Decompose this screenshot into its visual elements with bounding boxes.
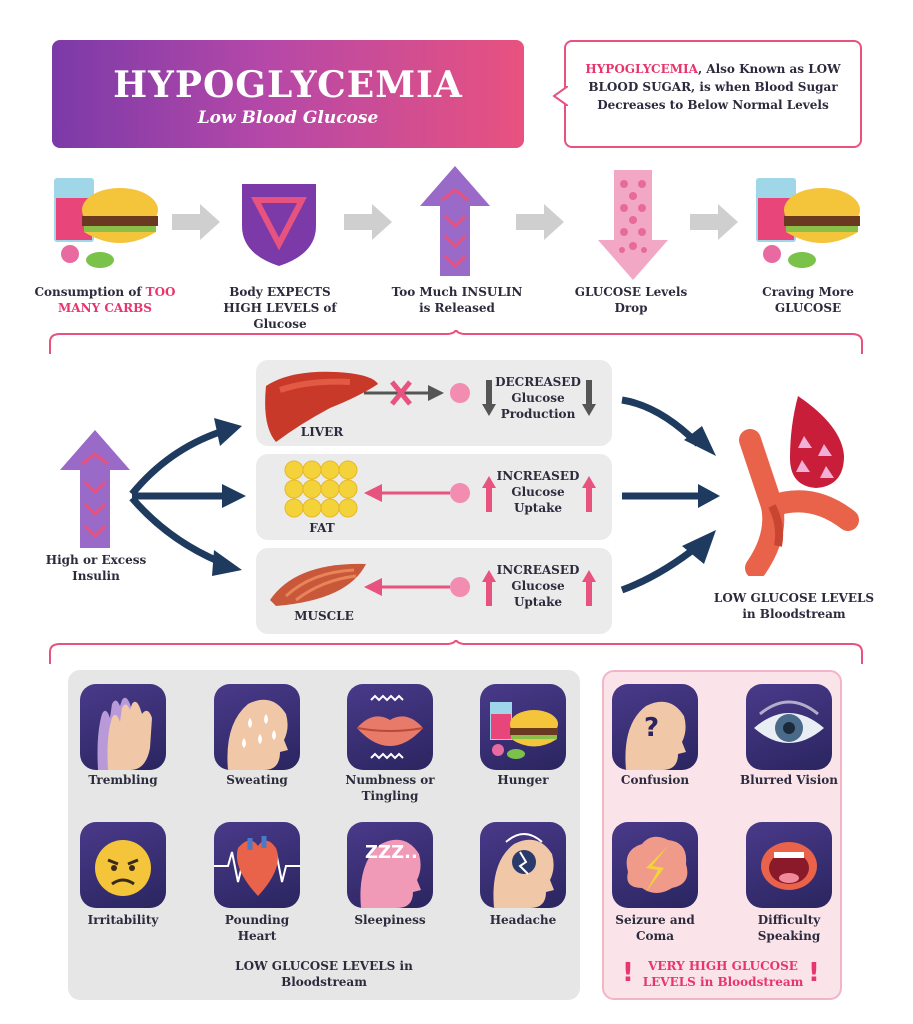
converge-arrows <box>620 396 720 594</box>
symptom-label: Irritability <box>87 913 159 927</box>
organ-name: LIVER <box>300 425 344 439</box>
title-banner: HYPOGLYCEMIA Low Blood Glucose <box>52 40 524 148</box>
organ-row-muscle: MUSCLE INCREASED Glucose Uptake <box>256 548 612 634</box>
symptom-label: Hunger <box>497 773 549 787</box>
flow-arrow-icon <box>516 204 564 240</box>
food-icon <box>50 172 162 272</box>
section-divider <box>49 330 863 354</box>
symptom-label: Seizure and Coma <box>615 913 695 943</box>
blood-vessel-icon <box>732 396 872 579</box>
symptom-label: Sleepiness <box>354 913 426 927</box>
flow-label-glucose-drop: GLUCOSE Levels Drop <box>574 285 688 315</box>
uptake-arrow-icon <box>364 483 470 503</box>
organ-row-liver: LIVER DECREASED Glucose Production <box>256 360 612 446</box>
down-arrow-icon <box>582 380 596 416</box>
speech-pointer-icon <box>552 86 568 106</box>
warning-icon: ! <box>622 958 634 988</box>
definition-box: HYPOGLYCEMIA, Also Known as LOW BLOOD SU… <box>552 40 862 148</box>
symptom-label: Pounding Heart <box>224 913 290 943</box>
result-label: LOW GLUCOSE LEVELS in Bloodstream <box>713 591 875 621</box>
organ-effect: INCREASED Glucose Uptake <box>496 563 580 609</box>
organ-row-fat: FAT INCREASED Glucose Uptake <box>256 454 612 540</box>
shield-icon <box>236 178 322 268</box>
page-title: HYPOGLYCEMIA <box>113 64 463 106</box>
symptom-label: Sweating <box>226 773 288 787</box>
liver-icon <box>265 371 378 442</box>
brain-lightning-icon <box>612 822 698 908</box>
up-arrow-icon <box>582 570 596 606</box>
symptom-label: Difficulty Speaking <box>757 913 821 943</box>
flow-label-carbs: Consumption of TOO MANY CARBS <box>34 285 176 315</box>
symptom-label: Trembling <box>88 773 158 787</box>
definition-text: HYPOGLYCEMIA, Also Known as LOW BLOOD SU… <box>585 62 841 112</box>
down-arrow-glucose-icon <box>598 170 668 280</box>
flow-arrow-icon <box>344 204 392 240</box>
flow-label-insulin: Too Much INSULIN is Released <box>391 285 523 315</box>
flow-arrow-icon <box>172 204 220 240</box>
organ-name: MUSCLE <box>294 609 354 623</box>
warning-icon: ! <box>808 958 820 988</box>
symptom-label: Numbness or Tingling <box>345 773 435 803</box>
muscle-icon <box>270 563 366 606</box>
eye-icon <box>746 684 832 770</box>
mild-caption: LOW GLUCOSE LEVELS in Bloodstream <box>235 959 413 989</box>
hunger-food-icon <box>480 684 566 770</box>
insulin-label: High or Excess Insulin <box>45 553 147 583</box>
symptom-label: Confusion <box>620 773 690 787</box>
lips-icon <box>347 684 433 770</box>
food-icon <box>752 172 864 272</box>
severe-caption: VERY HIGH GLUCOSE LEVELS in Bloodstream <box>642 959 804 989</box>
trembling-hand-icon <box>80 684 166 770</box>
flow-arrow-icon <box>690 204 738 240</box>
page-subtitle: Low Blood Glucose <box>197 108 379 128</box>
section-divider <box>49 640 863 664</box>
up-arrow-insulin-icon <box>420 166 490 276</box>
svg-text:?: ? <box>644 713 659 743</box>
symptom-label: Blurred Vision <box>740 773 838 787</box>
flow-label-expects: Body EXPECTS HIGH LEVELS of Glucose <box>223 285 337 331</box>
organ-effect: DECREASED Glucose Production <box>495 375 581 421</box>
up-arrow-icon <box>482 476 496 512</box>
blocked-arrow-icon <box>364 380 470 406</box>
up-arrow-icon <box>582 476 596 512</box>
angry-face-icon <box>80 822 166 908</box>
sleepy-head-icon: ZZZ.. <box>347 822 433 908</box>
heart-icon <box>214 822 300 908</box>
sweating-head-icon <box>214 684 300 770</box>
branch-arrows <box>129 418 246 576</box>
flow-label-craving: Craving More GLUCOSE <box>762 285 854 315</box>
svg-text:ZZZ..: ZZZ.. <box>365 842 418 863</box>
organ-effect: INCREASED Glucose Uptake <box>496 469 580 515</box>
fat-cells-icon <box>284 460 358 518</box>
up-arrow-icon <box>482 570 496 606</box>
open-mouth-icon <box>746 822 832 908</box>
insulin-arrow-icon <box>60 430 130 548</box>
question-head-icon: ? <box>612 684 698 770</box>
organ-name: FAT <box>309 521 335 535</box>
uptake-arrow-icon <box>364 577 470 597</box>
down-arrow-icon <box>482 380 496 416</box>
headache-icon <box>480 822 566 908</box>
symptom-label: Headache <box>489 913 557 927</box>
